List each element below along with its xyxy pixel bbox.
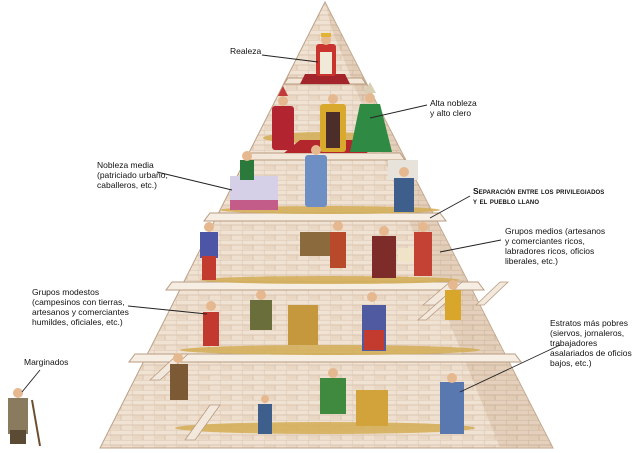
label-grupos-modestos: Grupos modestos (campesinos con tierras,… <box>32 287 129 327</box>
label-grupos-medios-line-1: Grupos medios (artesanos <box>505 226 606 236</box>
figure-beggar <box>8 388 41 447</box>
label-alta-nobleza-line-1: Alta nobleza <box>430 98 477 108</box>
label-separacion-line-2: y el pueblo llano <box>473 196 540 206</box>
leader-nobleza-media <box>156 171 233 191</box>
leader-lines <box>21 54 561 393</box>
leader-alta-nobleza <box>369 104 428 119</box>
figures-modest-groups <box>203 280 461 351</box>
label-estratos-line-1: Estratos más pobres <box>550 318 628 328</box>
figure-scholar <box>388 160 418 212</box>
label-grupos-medios-line-3: labradores ricos, oficios <box>505 246 595 256</box>
label-estratos-line-3: trabajadores <box>550 338 598 348</box>
label-estratos: Estratos más pobres (siervos, jornaleros… <box>550 318 632 368</box>
leader-estratos <box>459 344 561 393</box>
leader-marginados <box>21 369 41 393</box>
figures-middle-groups <box>200 221 432 280</box>
label-estratos-line-4: asalariados de oficios <box>550 348 632 358</box>
label-grupos-modestos-line-3: artesanos y comerciantes <box>32 307 129 317</box>
figures-poorest-strata <box>170 353 464 434</box>
ledge-grupos-modestos <box>128 353 522 363</box>
figure-blue-knight <box>305 145 327 207</box>
label-estratos-line-2: (siervos, jornaleros, <box>550 328 625 338</box>
label-nobleza-media-line-3: caballeros, etc.) <box>97 180 157 190</box>
leader-grupos-modestos <box>127 305 208 315</box>
label-alta-nobleza: Alta nobleza y alto clero <box>430 98 477 118</box>
label-marginados: Marginados <box>24 357 68 367</box>
label-nobleza-media: Nobleza media (patriciado urbano, caball… <box>97 160 168 190</box>
leader-realeza <box>261 54 319 63</box>
label-grupos-modestos-line-1: Grupos modestos <box>32 287 100 297</box>
throne-steps <box>300 74 350 84</box>
figure-merchant-table <box>230 151 278 210</box>
label-grupos-medios-line-2: y comerciantes ricos, <box>505 236 585 246</box>
figure-noble-yellow <box>320 94 346 152</box>
figure-bishop-green <box>350 82 392 152</box>
label-estratos-line-5: bajos, etc.) <box>550 358 592 368</box>
label-grupos-medios: Grupos medios (artesanos y comerciantes … <box>505 226 605 266</box>
label-grupos-medios-line-4: liberales, etc.) <box>505 256 558 266</box>
label-realeza-line: Realeza <box>230 46 262 56</box>
label-separacion-line-1: Separación entre los privilegiados <box>473 186 605 196</box>
label-realeza: Realeza <box>230 46 261 56</box>
label-marginados-line: Marginados <box>24 357 69 367</box>
ledge-nobleza-media <box>203 212 447 222</box>
label-separacion: Separación entre los privilegiados y el … <box>473 186 604 206</box>
leader-separacion <box>429 195 471 219</box>
label-nobleza-media-line-2: (patriciado urbano, <box>97 170 168 180</box>
label-nobleza-media-line-1: Nobleza media <box>97 160 154 170</box>
leader-grupos-medios <box>439 239 502 253</box>
figure-noble-red <box>272 86 294 150</box>
label-alta-nobleza-line-2: y alto clero <box>430 108 472 118</box>
label-grupos-modestos-line-4: humildes, oficiales, etc.) <box>32 317 123 327</box>
label-grupos-modestos-line-2: (campesinos con tierras, <box>32 297 125 307</box>
figure-king <box>316 33 336 76</box>
